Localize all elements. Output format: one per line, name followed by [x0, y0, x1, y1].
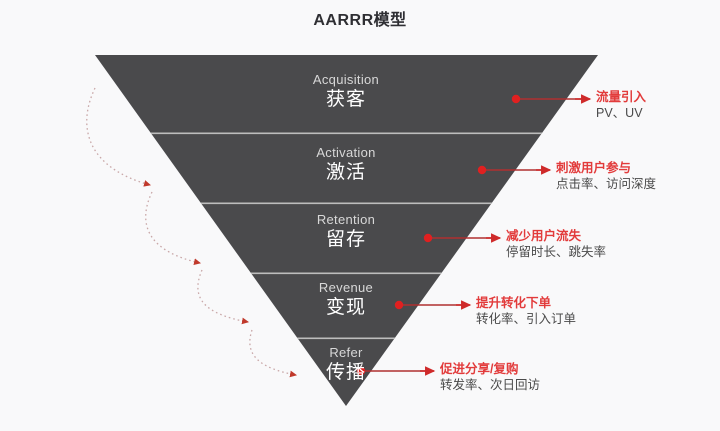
flow-arrow-3 [197, 269, 250, 325]
connector-refer [356, 366, 436, 376]
flow-arrow-4 [249, 329, 298, 378]
annotation-activation: 刺激用户参与 点击率、访问深度 [556, 160, 656, 193]
funnel-dividers [95, 132, 598, 340]
annotation-goal: 提升转化下单 [476, 296, 552, 310]
annotation-revenue: 提升转化下单 转化率、引入订单 [476, 295, 576, 328]
connector-retention [423, 233, 502, 243]
flow-arrow-2 [145, 191, 202, 266]
connector-revenue [394, 300, 472, 310]
annotation-retention: 减少用户流失 停留时长、跳失率 [506, 228, 606, 261]
annotation-metrics: 停留时长、跳失率 [506, 245, 607, 259]
annotation-metrics: 转发率、次日回访 [440, 378, 541, 392]
annotation-goal: 刺激用户参与 [556, 161, 632, 175]
funnel-body [95, 55, 598, 406]
connector-activation [477, 165, 552, 175]
connector-acquisition [511, 94, 592, 104]
page-title: AARRR模型 [313, 12, 407, 29]
flow-arrow-1 [86, 87, 152, 187]
annotation-goal: 流量引入 [596, 90, 647, 104]
annotation-metrics: PV、UV [596, 106, 643, 120]
annotation-goal: 促进分享/复购 [440, 362, 519, 376]
annotation-acquisition: 流量引入 PV、UV [596, 89, 646, 122]
annotation-metrics: 点击率、访问深度 [556, 177, 657, 191]
annotation-metrics: 转化率、引入订单 [476, 312, 577, 326]
annotation-refer: 促进分享/复购 转发率、次日回访 [440, 361, 540, 394]
annotation-goal: 减少用户流失 [506, 229, 582, 243]
